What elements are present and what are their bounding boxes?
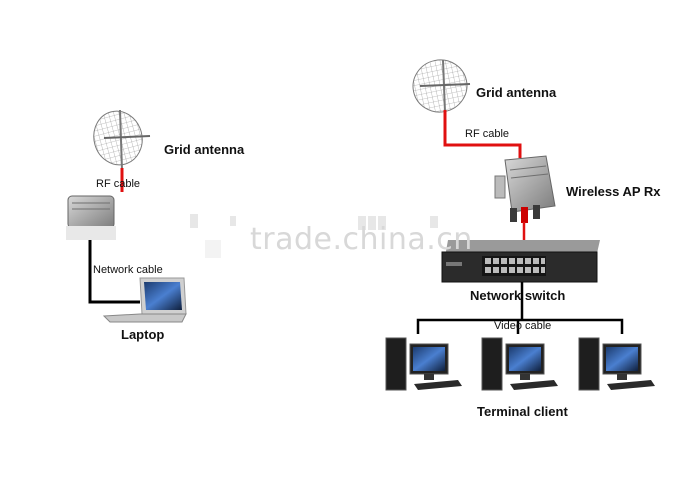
network-switch-icon (441, 240, 600, 283)
switch-to-clients-cable (416, 282, 624, 334)
watermark: trade.china.cn (250, 222, 473, 257)
right-rf-cable-label: RF cable (465, 128, 510, 140)
left-grid-antenna-icon (93, 109, 151, 171)
wireless-ap-device-icon (494, 155, 556, 223)
terminal-client-label: Terminal client (477, 404, 568, 419)
video-cable-label: Video cable (494, 320, 552, 332)
left-antenna-label: Grid antenna (164, 142, 245, 157)
faded-background-artifacts (190, 214, 438, 258)
right-rf-cable (443, 110, 522, 158)
terminal-client-icon (385, 337, 462, 391)
left-rf-cable-label: RF cable (96, 178, 141, 190)
right-antenna-label: Grid antenna (476, 85, 557, 100)
network-cable-label: Network cable (93, 264, 163, 276)
network-switch-label: Network switch (470, 288, 566, 303)
laptop-icon (102, 277, 187, 323)
left-network-cable (88, 240, 140, 304)
wireless-ap-label: Wireless AP Rx (566, 184, 661, 199)
terminal-client-icon (578, 337, 655, 391)
right-grid-antenna-icon (412, 59, 471, 113)
laptop-label: Laptop (121, 327, 165, 342)
terminal-client-icon (481, 337, 558, 391)
left-ap-device-icon (66, 195, 116, 240)
